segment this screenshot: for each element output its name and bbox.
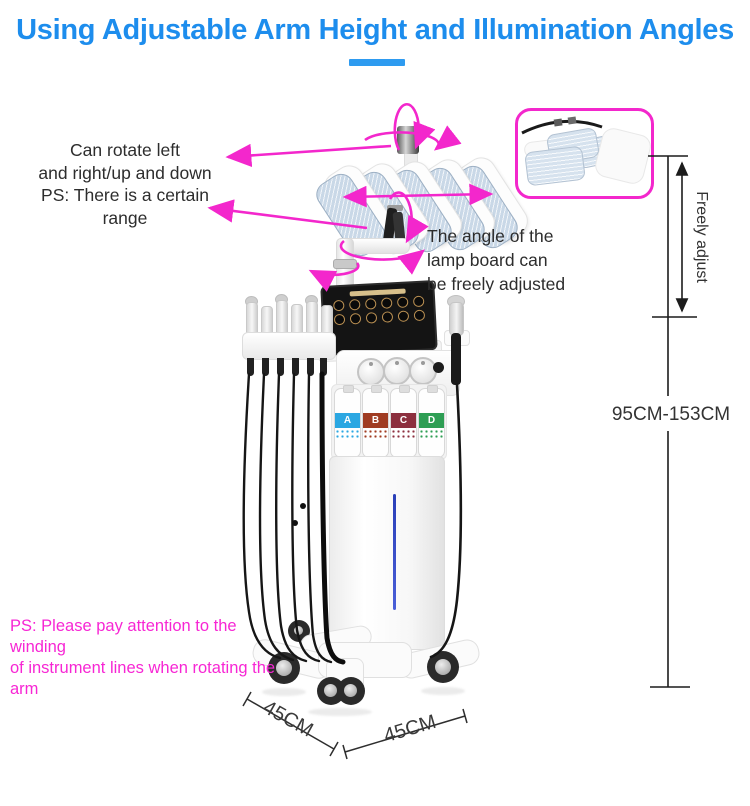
screen-icon [332,299,345,312]
base-width-label: 45CM [381,710,439,748]
lamp-top-mount [397,126,419,154]
pole-clamp [333,259,357,269]
touch-screen [320,280,438,356]
width-tick [342,744,348,760]
knob-2 [383,357,411,385]
winding-warning-note: PS: Please pay attention to the winding … [10,617,276,698]
handpiece-cone [307,358,314,376]
screen-title-bar [349,288,406,297]
screen-icon [364,298,377,310]
screen-icon [413,309,425,322]
wheel-reflection [262,688,306,696]
inset-lamp-panel [524,145,586,187]
freely-adjust-label: Freely adjust [693,191,710,283]
bottle-c: C [390,385,417,458]
lamp-angle-note: The angle of the lamp board can be freel… [427,226,566,294]
cabinet-blue-stripe [393,494,396,610]
power-button [433,362,444,373]
caster-front-right-hub [344,684,357,697]
wheel-reflection [308,708,372,716]
screen-icon [349,312,361,325]
cable-connector [292,520,298,526]
title-underline [349,59,405,66]
screen-icon [412,295,424,308]
screen-icon [380,297,393,309]
depth-tick [329,741,339,757]
handpiece-cone [292,358,299,376]
caster-rear-hub [294,626,303,635]
caster-right-hub [435,659,451,675]
inset-cable-art [521,116,603,135]
handpiece-cone [247,358,254,376]
right-handpiece [449,302,464,336]
handpiece-cone [262,358,269,376]
screen-icon [333,313,345,326]
handpiece-cone [277,358,284,376]
screen-icon-row [324,309,434,326]
callout-arrow-upper [225,143,392,168]
handpiece-cone [320,358,327,376]
lamp-detail-inset [515,108,654,199]
screen-icon [396,296,408,309]
right-handpiece-body [451,333,461,385]
page-title: Using Adjustable Arm Height and Illumina… [16,14,734,46]
cabinet-body [329,456,445,650]
caster-front-left-hub [324,684,337,697]
width-tick [462,708,468,724]
screen-icon [381,311,393,323]
screen-icon [348,298,361,311]
bottle-d: D [418,385,445,458]
bottle-a: A [334,385,361,458]
caster-left-hub [276,660,292,676]
handpiece-rack [242,332,336,360]
height-range-label: 95CM-153CM [611,404,731,425]
handpiece [276,300,288,336]
rotate-range-note: Can rotate left and right/up and down PS… [38,140,212,228]
knob-1 [357,358,385,386]
wheel-reflection [421,687,465,695]
bottle-b: B [362,385,389,458]
cable-connector [300,503,306,509]
screen-icon [397,310,409,323]
knob-3 [409,357,437,385]
screen-icon [365,312,377,324]
